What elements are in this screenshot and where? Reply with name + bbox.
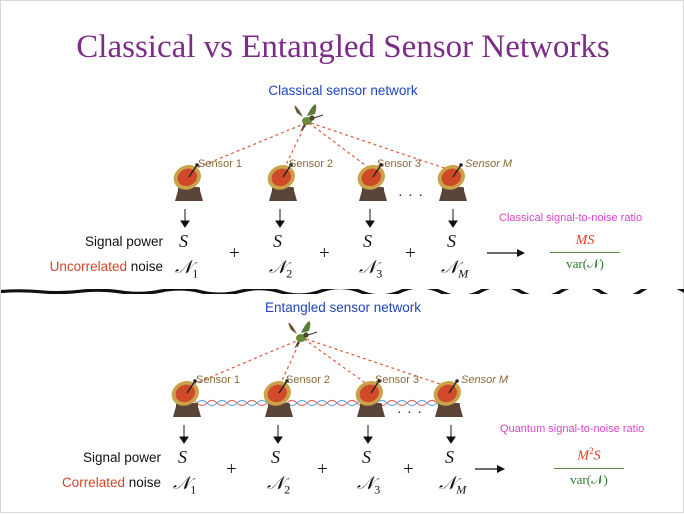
hummingbird-icon — [288, 321, 318, 349]
entangled-noise-3: 𝒩3 — [357, 473, 381, 497]
entangled-result-arrow — [475, 465, 505, 473]
entangled-snr-numerator: M2S — [577, 446, 601, 464]
classical-signal-s2: S — [273, 231, 282, 251]
classical-links — [188, 122, 454, 172]
entangled-plus-2: + — [317, 459, 328, 480]
classical-plus-1: + — [229, 243, 240, 264]
hummingbird-icon — [294, 104, 324, 132]
classical-snr-bar — [550, 252, 620, 253]
link-m — [310, 122, 454, 172]
entangled-snr-bar — [554, 467, 624, 469]
classical-signal-s3: S — [363, 231, 372, 251]
classical-snr-denominator: var(𝒩) — [566, 256, 604, 271]
entangled-snr-denominator: var(𝒩) — [570, 471, 608, 487]
classical-noise-label-colored: Uncorrelated — [49, 259, 127, 274]
classical-signal-label: Signal power — [84, 234, 163, 249]
elink-3 — [303, 338, 372, 388]
classical-noise-1: 𝒩1 — [175, 257, 199, 281]
entangled-signal-label: Signal power — [82, 450, 161, 465]
classical-sensor-label-m: Sensor M — [465, 158, 513, 170]
entangled-plus-3: + — [403, 459, 414, 480]
entangled-links — [186, 338, 450, 388]
entangled-plus-1: + — [226, 459, 237, 480]
elink-1 — [186, 338, 302, 388]
elink-m — [305, 338, 450, 388]
entangled-snr-fraction: M2S var(𝒩) — [554, 446, 624, 488]
classical-heading: Classical sensor network — [268, 83, 418, 98]
link-2 — [282, 122, 307, 172]
entangled-down-arrows — [179, 425, 456, 444]
classical-noise-label-rest: noise — [126, 259, 163, 274]
classical-sensor-label-2: Sensor 2 — [289, 158, 334, 170]
elink-2 — [278, 338, 302, 388]
classical-signal-sm: S — [447, 231, 456, 251]
classical-signal-s1: S — [179, 231, 188, 251]
link-3 — [308, 122, 374, 172]
classical-snr-label: Classical signal-to-noise ratio — [499, 212, 643, 224]
classical-down-arrows — [180, 209, 458, 228]
classical-plus-3: + — [405, 243, 416, 264]
entangled-signal-s2: S — [271, 447, 280, 467]
entangled-heading: Entangled sensor network — [264, 300, 422, 315]
entangled-noise-2: 𝒩2 — [267, 473, 291, 497]
entangled-sensor-label-2: Sensor 2 — [286, 374, 331, 386]
classical-noise-m: 𝒩M — [441, 257, 469, 281]
entangled-signal-s1: S — [178, 447, 187, 467]
entangled-sensor-label-m: Sensor M — [461, 374, 509, 386]
entangled-ellipsis: · · · — [397, 406, 423, 421]
classical-sensor-label-1: Sensor 1 — [198, 158, 243, 170]
entangled-sensor-label-1: Sensor 1 — [196, 374, 241, 386]
entangled-signal-s3: S — [362, 447, 371, 467]
classical-noise-3: 𝒩3 — [359, 257, 383, 281]
entangled-sensor-label-3: Sensor 3 — [375, 374, 420, 386]
classical-snr-fraction: MS var(𝒩) — [550, 233, 620, 272]
entangled-snr-label: Quantum signal-to-noise ratio — [500, 423, 645, 435]
entangled-signal-sm: S — [445, 447, 454, 467]
entangled-noise-m: 𝒩M — [439, 473, 467, 497]
classical-plus-2: + — [319, 243, 330, 264]
entangled-noise-label-colored: Correlated — [61, 475, 125, 490]
entangled-noise-1: 𝒩1 — [173, 473, 197, 497]
classical-snr-numerator: MS — [575, 233, 595, 248]
slide-title: Classical vs Entangled Sensor Networks — [76, 29, 610, 65]
classical-ellipsis: · · · — [398, 189, 424, 204]
esensor-dish-m — [428, 375, 466, 418]
classical-sensor-label-3: Sensor 3 — [377, 158, 422, 170]
entangled-noise-label: Correlated noise — [1, 475, 161, 490]
classical-noise-2: 𝒩2 — [269, 257, 293, 281]
entangled-noise-label-rest: noise — [124, 475, 161, 490]
classical-result-arrow — [487, 249, 525, 257]
entanglement-waves — [186, 399, 448, 407]
wave-blue — [186, 399, 448, 407]
section-divider — [1, 289, 684, 294]
classical-diagram — [168, 104, 525, 257]
classical-noise-label: Uncorrelated noise — [3, 259, 163, 274]
